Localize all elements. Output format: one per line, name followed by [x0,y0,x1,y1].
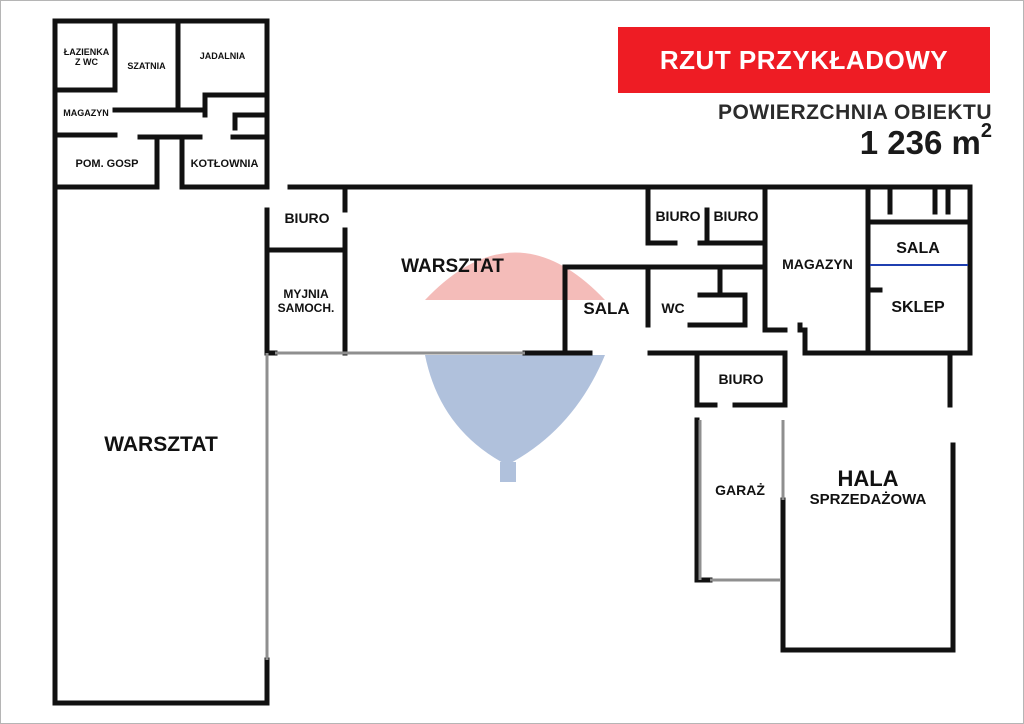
area-label: POWIERZCHNIA OBIEKTU [717,101,992,124]
room-warsztat-left: WARSZTAT [104,433,218,456]
room-pom-gosp: POM. GOSP [75,158,139,170]
room-lazienka: ŁAZIENKA Z WC [58,47,115,68]
room-garaz: GARAŻ [715,482,765,498]
walls [52,18,973,706]
room-szatnia: SZATNIA [127,61,166,71]
balloon-basket [500,462,516,482]
room-hala-line2: SPRZEDAŻOWA [809,491,927,509]
room-wc: WC [661,300,685,316]
room-sala-center: SALA [583,299,630,318]
room-kotlownia: KOTŁOWNIA [190,158,259,170]
area-value: 1 236 m2 [859,120,992,162]
room-myjnia: MYJNIA SAMOCH. [267,287,345,316]
remax-watermark [425,252,605,482]
room-biuro-center-2: BIURO [713,208,759,224]
room-jadalnia: JADALNIA [199,51,246,61]
room-warsztat-center: WARSZTAT [401,256,504,277]
room-sala-right: SALA [896,240,940,257]
room-hala: HALA SPRZEDAŻOWA [783,466,953,509]
room-sklep: SKLEP [891,299,945,316]
room-myjnia-line1: MYJNIA [283,287,329,301]
room-myjnia-line2: SAMOCH. [277,300,335,315]
room-magazyn-small: MAGAZYN [63,108,109,118]
room-magazyn-right: MAGAZYN [782,256,853,272]
room-lazienka-line1: ŁAZIENKA [63,47,110,57]
room-biuro-center-1: BIURO [655,208,701,224]
balloon-top [425,252,605,300]
plan-banner: RZUT PRZYKŁADOWY [618,27,990,93]
windows [265,351,785,660]
area-number: 1 236 m [859,124,981,161]
room-hala-line1: HALA [837,466,899,491]
room-biuro-top-left: BIURO [284,210,330,226]
room-biuro-lower: BIURO [718,371,764,387]
area-unit-superscript: 2 [980,120,992,142]
balloon-bottom [425,355,605,465]
room-lazienka-line2: Z WC [75,57,98,68]
